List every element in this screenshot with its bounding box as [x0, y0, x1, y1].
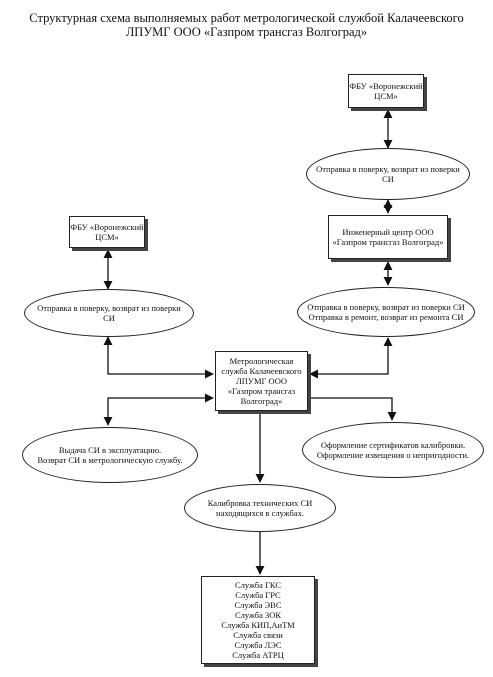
connector-metrology-issue: [103, 393, 214, 426]
send-verify-repair-line-2: Отправка в ремонт, возврат из ремонта СИ: [308, 312, 464, 322]
service-item: Служба КИП,АиТМ: [221, 620, 295, 630]
metrology-line-4: «Газпром трансгаз: [227, 386, 296, 396]
connector-metrology-certificates: [310, 397, 397, 421]
issue-si-line-1: Выдача СИ в эксплуатацию.: [58, 445, 162, 455]
fbu-right-line-2: ЦСМ»: [374, 91, 398, 101]
engineering-center-line-1: Инженерный центр ООО: [342, 227, 434, 237]
send-verify-repair-ellipse: Отправка в поверку, возврат из поверки С…: [297, 287, 475, 337]
certificates-ellipse: Оформление сертификатов калибровки. Офор…: [302, 422, 484, 478]
engineering-center-box: Инженерный центр ООО «Газпром трансгаз В…: [328, 215, 448, 259]
metrology-line-3: ЛПУМГ ООО: [236, 376, 287, 386]
calibration-ellipse: Калибровка технических СИ находящихся в …: [184, 484, 336, 532]
issue-si-line-2: Возврат СИ в метрологическую службу.: [37, 455, 183, 465]
certificates-line-2: Оформление извещения о непригодности.: [316, 450, 470, 460]
service-item: Служба ЛЭС: [234, 640, 282, 650]
metrology-line-2: служба Калачеевского: [221, 366, 302, 376]
services-box: Служба ГКС Служба ГРС Служба ЭВС Служба …: [201, 576, 315, 664]
issue-si-ellipse: Выдача СИ в эксплуатацию. Возврат СИ в м…: [22, 427, 198, 483]
engineering-center-line-2: «Газпром трансгаз Волгоград»: [332, 237, 444, 247]
service-item: Служба ГКС: [234, 580, 282, 590]
certificates-line-1: Оформление сертификатов калибровки.: [320, 440, 466, 450]
calibration-line-1: Калибровка технических СИ: [207, 498, 313, 508]
send-verify-repair-line-1: Отправка в поверку, возврат из поверки С…: [307, 302, 465, 312]
send-verify-left-ellipse: Отправка в поверку, возврат из поверки С…: [24, 289, 194, 337]
send-verify-left-text: Отправка в поверку, возврат из поверки С…: [37, 303, 181, 323]
fbu-right-box: ФБУ «Воронежский ЦСМ»: [348, 74, 424, 108]
send-verify-right-ellipse: Отправка в поверку, возврат из поверки С…: [306, 148, 470, 200]
fbu-left-box: ФБУ «Воронежский ЦСМ»: [69, 216, 145, 248]
service-item: Служба ГРС: [235, 590, 281, 600]
send-verify-right-text: Отправка в поверку, возврат из поверки С…: [316, 164, 460, 184]
service-item: Служба ЗОК: [234, 610, 282, 620]
fbu-right-line-1: ФБУ «Воронежский: [349, 81, 423, 91]
metrology-line-5: Волгоград»: [240, 396, 283, 406]
service-item: Служба ЭВС: [234, 600, 282, 610]
connector-repair-metrology: [309, 337, 393, 379]
fbu-left-line-2: ЦСМ»: [95, 232, 119, 242]
diagram-title-line-2: ЛПУМГ ООО «Газпром трансгаз Волгоград»: [125, 25, 368, 39]
metrology-service-box: Метрологическая служба Калачеевского ЛПУ…: [215, 351, 308, 411]
calibration-line-2: находящихся в службах.: [216, 508, 304, 518]
connector-send-left-metrology: [103, 336, 214, 379]
service-item: Служба АТРЦ: [232, 650, 284, 660]
service-item: Служба связи: [233, 630, 283, 640]
diagram-title-line-1: Структурная схема выполняемых работ метр…: [29, 11, 464, 25]
metrology-line-1: Метрологическая: [229, 356, 294, 366]
fbu-left-line-1: ФБУ «Воронежский: [70, 222, 144, 232]
